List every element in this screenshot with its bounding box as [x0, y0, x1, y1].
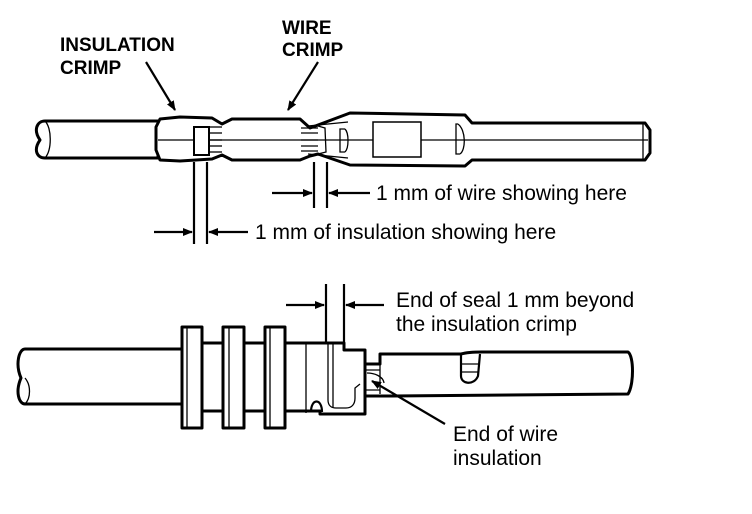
wire-insulation-end-text-line1: End of wire [453, 423, 558, 446]
seal-position-text-line2: the insulation crimp [396, 313, 577, 336]
top-terminal-assembly [34, 111, 652, 168]
insulation-crimp-arrow [145, 61, 176, 111]
insulation-crimp-label: INSULATION CRIMP [60, 35, 176, 111]
wire-insulation-end-arrow [371, 380, 446, 425]
seal-position-text-line1: End of seal 1 mm beyond [396, 289, 634, 312]
top-terminal [154, 111, 652, 168]
insulation-end-window [193, 126, 210, 156]
insulation-crimp-label-line1: INSULATION [60, 35, 175, 56]
wire-crimp-label-line1: WIRE [282, 18, 332, 39]
bottom-terminal-assembly [16, 325, 634, 430]
wire-showing-text: 1 mm of wire showing here [376, 182, 627, 205]
insulation-crimp-label-line2: CRIMP [60, 58, 122, 79]
insulation-showing-dimension: 1 mm of insulation showing here [154, 162, 556, 244]
wire-insulation-end-callout: End of wire insulation [371, 380, 558, 470]
bottom-wire [16, 347, 186, 406]
wire-crimp-label: WIRE CRIMP [282, 18, 344, 111]
wire-crimp-label-line2: CRIMP [282, 40, 344, 61]
wire-showing-dimension: 1 mm of wire showing here [272, 162, 627, 208]
wire-strands [301, 121, 349, 159]
wire-crimp-arrow [287, 61, 319, 111]
insulation-showing-text: 1 mm of insulation showing here [255, 221, 556, 244]
insulation-crimp-fingers [210, 126, 222, 153]
seal [180, 325, 367, 430]
bottom-terminal [363, 350, 634, 398]
top-wire [34, 119, 160, 160]
seal-position-dimension: End of seal 1 mm beyond the insulation c… [286, 284, 634, 350]
wire-insulation-end-text-line2: insulation [453, 447, 542, 470]
